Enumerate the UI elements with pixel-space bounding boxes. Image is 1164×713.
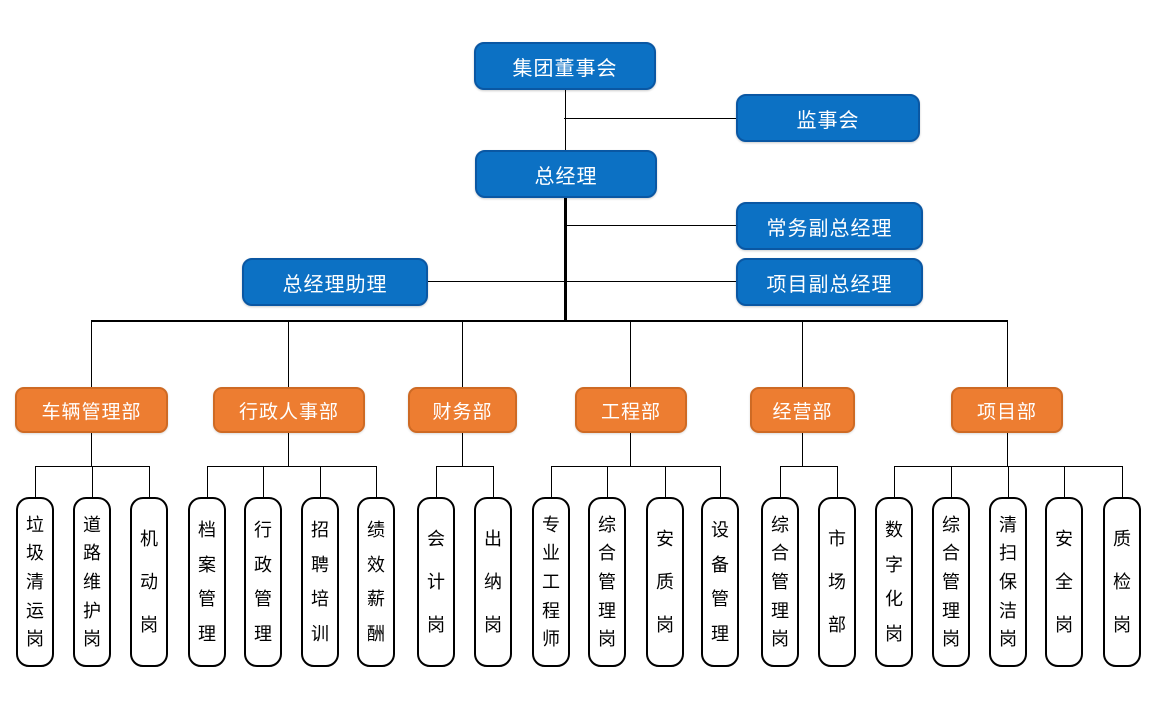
dept-operations: 经营部 xyxy=(750,387,855,433)
connector-line xyxy=(802,321,803,387)
node-gm-assistant: 总经理助理 xyxy=(242,258,428,306)
connector-line xyxy=(551,466,552,497)
post-project-1: 数字化岗 xyxy=(875,497,913,667)
connector-line xyxy=(149,466,150,497)
node-group-board: 集团董事会 xyxy=(474,42,656,90)
connector-exec-deputy xyxy=(564,225,736,226)
dept-finance: 财务部 xyxy=(408,387,517,433)
dept-vehicle-mgmt: 车辆管理部 xyxy=(15,387,168,433)
post-project-5: 质检岗 xyxy=(1103,497,1141,667)
connector-line xyxy=(837,466,838,497)
connector-line xyxy=(1007,321,1008,387)
connector-line xyxy=(436,466,437,497)
connector-supervisory xyxy=(564,118,736,119)
connector-line xyxy=(91,433,92,467)
post-project-4: 安全岗 xyxy=(1045,497,1083,667)
connector-line xyxy=(1007,433,1008,467)
post-operations-2: 市场部 xyxy=(818,497,856,667)
connector-board-gm xyxy=(565,90,566,150)
connector-line xyxy=(493,466,494,497)
post-vehicle-mgmt-1: 垃圾清运岗 xyxy=(16,497,54,667)
connector-line xyxy=(720,466,721,497)
post-admin-hr-4: 绩效薪酬 xyxy=(357,497,395,667)
dept-admin-hr: 行政人事部 xyxy=(213,387,365,433)
connector-line xyxy=(91,321,92,387)
connector-line xyxy=(665,466,666,497)
post-vehicle-mgmt-2: 道路维护岗 xyxy=(73,497,111,667)
connector-line xyxy=(894,466,895,497)
node-project-deputy-gm: 项目副总经理 xyxy=(736,258,923,306)
post-project-3: 清扫保洁岗 xyxy=(989,497,1027,667)
connector-line xyxy=(1064,466,1065,497)
dept-project: 项目部 xyxy=(951,387,1063,433)
connector-line xyxy=(630,433,631,467)
connector-line xyxy=(607,466,608,497)
connector-line xyxy=(630,321,631,387)
node-exec-deputy-gm: 常务副总经理 xyxy=(736,202,923,250)
post-engineering-2: 综合管理岗 xyxy=(588,497,626,667)
post-engineering-1: 专业工程师 xyxy=(532,497,570,667)
connector-line xyxy=(462,321,463,387)
post-engineering-4: 设备管理 xyxy=(701,497,739,667)
connector-line xyxy=(436,466,493,467)
connector-line xyxy=(1122,466,1123,497)
connector-line xyxy=(207,466,208,497)
post-vehicle-mgmt-3: 机动岗 xyxy=(130,497,168,667)
post-admin-hr-1: 档案管理 xyxy=(188,497,226,667)
connector-line xyxy=(780,466,837,467)
post-admin-hr-3: 招聘培训 xyxy=(301,497,339,667)
dept-engineering: 工程部 xyxy=(575,387,687,433)
connector-line xyxy=(551,466,720,467)
connector-line xyxy=(207,466,376,467)
post-project-2: 综合管理岗 xyxy=(932,497,970,667)
connector-line xyxy=(376,466,377,497)
connector-line xyxy=(802,433,803,467)
post-engineering-3: 安质岗 xyxy=(646,497,684,667)
connector-line xyxy=(951,466,952,497)
connector-line xyxy=(288,321,289,387)
connector-line xyxy=(35,466,36,497)
connector-assistant-project-deputy xyxy=(428,281,736,282)
node-supervisory-board: 监事会 xyxy=(736,94,920,142)
connector-line xyxy=(462,433,463,467)
connector-line xyxy=(92,466,93,497)
post-finance-2: 出纳岗 xyxy=(474,497,512,667)
connector-line xyxy=(288,433,289,467)
post-admin-hr-2: 行政管理 xyxy=(244,497,282,667)
connector-line xyxy=(320,466,321,497)
connector-line xyxy=(1008,466,1009,497)
connector-trunk xyxy=(91,320,1008,322)
connector-line xyxy=(780,466,781,497)
post-operations-1: 综合管理岗 xyxy=(761,497,799,667)
post-finance-1: 会计岗 xyxy=(417,497,455,667)
node-general-manager: 总经理 xyxy=(475,150,657,198)
connector-gm-trunk xyxy=(564,198,567,322)
connector-line xyxy=(263,466,264,497)
